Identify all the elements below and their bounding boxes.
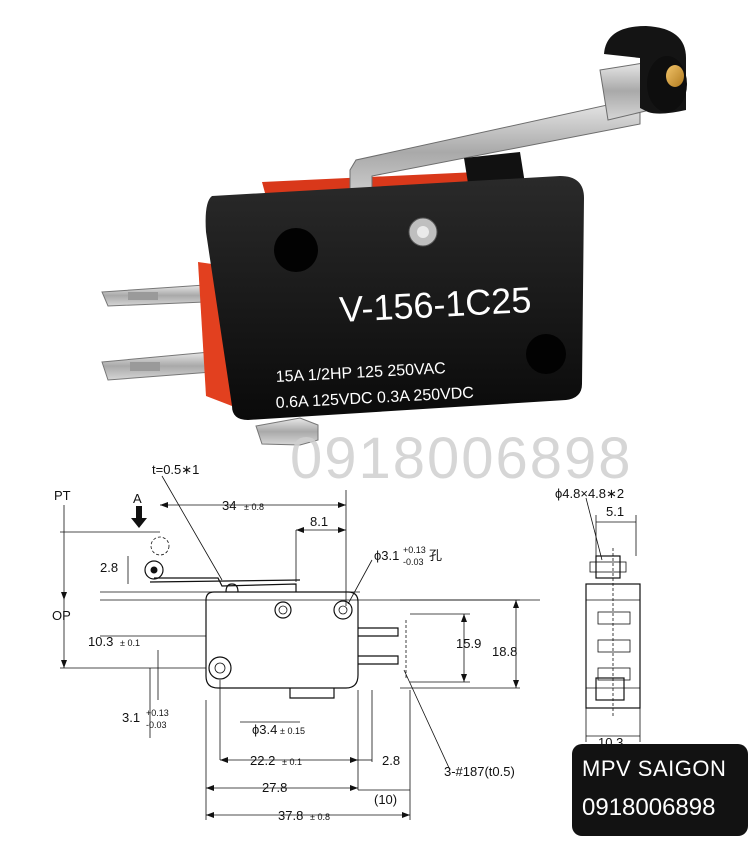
mounting-hole-right xyxy=(526,334,566,374)
dim-5-1: 5.1 xyxy=(606,504,624,519)
dim-37-8: 37.8 xyxy=(278,808,303,823)
dim-18-8: 18.8 xyxy=(492,644,517,659)
mounting-hole-left xyxy=(274,228,318,272)
a-label: A xyxy=(133,491,142,506)
hole-tol-plus: +0.13 xyxy=(403,545,426,555)
dim-3-1-tol-plus: +0.13 xyxy=(146,708,169,718)
dim-3-1-tol-minus: -0.03 xyxy=(146,720,167,730)
pin-hole-tol: ± 0.15 xyxy=(280,726,305,736)
pt-label: PT xyxy=(54,488,71,503)
dim-10-3: 10.3 xyxy=(88,634,113,649)
dim-22-2: 22.2 xyxy=(250,753,275,768)
hole-label: ϕ3.1 xyxy=(374,548,399,563)
dim-8-1: 8.1 xyxy=(310,514,328,529)
roller-label: ϕ4.8×4.8∗2 xyxy=(555,486,624,501)
seller-phone: 0918006898 xyxy=(582,794,716,821)
dim-15-9: 15.9 xyxy=(456,636,481,651)
dim-27-8: 27.8 xyxy=(262,780,287,795)
dim-3-1: 3.1 xyxy=(122,710,140,725)
hole-suffix: 孔 xyxy=(429,548,442,563)
side-view-drawing: ϕ4.8×4.8∗2 5.1 10.3 xyxy=(555,486,641,750)
dim-37-8-tol: ± 0.8 xyxy=(310,812,330,822)
seller-name: MPV SAIGON xyxy=(582,756,727,781)
dim-22-2-tol: ± 0.1 xyxy=(282,757,302,767)
pin-hole-label: ϕ3.4 xyxy=(252,722,277,737)
switch-photo: V-156-1C25 15A 1/2HP 125 250VAC 0.6A 125… xyxy=(101,26,687,446)
seller-badge: MPV SAIGON 0918006898 xyxy=(572,744,748,836)
watermark-phone: 0918006898 xyxy=(290,426,633,491)
dim-34-tol: ± 0.8 xyxy=(244,502,264,512)
dim-2-8-bottom: 2.8 xyxy=(382,753,400,768)
front-view-drawing: t=0.5∗1 PT A OP 34 ± 0.8 8.1 2.8 ϕ3.1 +0… xyxy=(52,462,540,823)
dim-10-3-tol: ± 0.1 xyxy=(120,638,140,648)
thickness-label: t=0.5∗1 xyxy=(152,462,199,477)
op-label: OP xyxy=(52,608,71,623)
dim-2-8-top: 2.8 xyxy=(100,560,118,575)
terminals-label: 3-#187(t0.5) xyxy=(444,764,515,779)
dim-34: 34 xyxy=(222,498,236,513)
hole-tol-minus: -0.03 xyxy=(403,557,424,567)
model-label: V-156-1C25 xyxy=(338,279,532,330)
dim-10: (10) xyxy=(374,792,397,807)
